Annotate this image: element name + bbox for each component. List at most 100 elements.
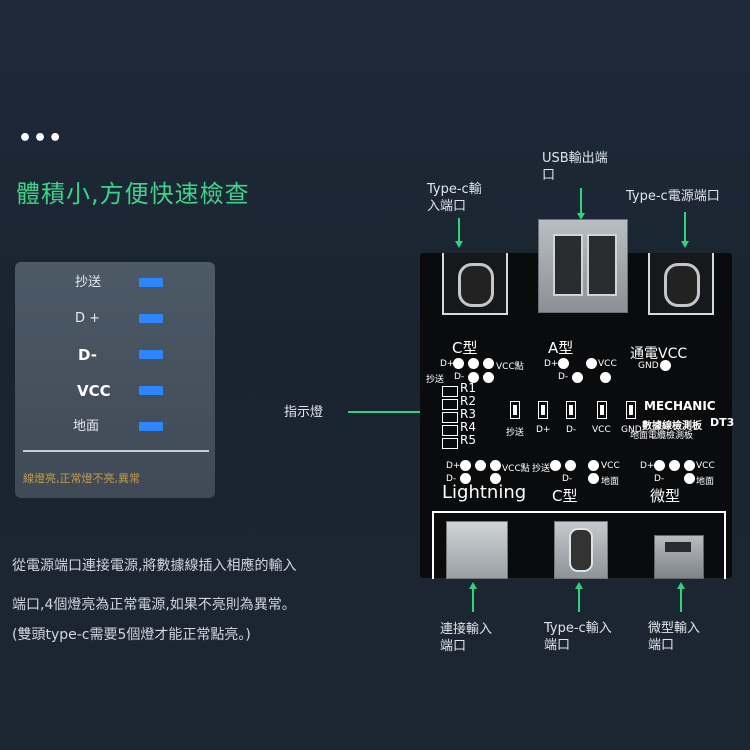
typec-bottom-input-port[interactable] [554, 521, 608, 579]
pin-label: VCC [598, 359, 617, 369]
pin-label: 抄送 [426, 375, 445, 385]
pin-dot [660, 360, 671, 371]
resistor-label: R3 [460, 407, 476, 421]
pin-dot [468, 372, 479, 383]
callout-micro-input: 微型輸入 端口 [648, 620, 700, 654]
callout-text: 端口 [648, 638, 675, 653]
label-power-vcc: 通電VCC [630, 346, 688, 362]
callout-line [577, 188, 585, 220]
legend-label: VCC [77, 382, 111, 400]
resistor-label: R2 [460, 394, 476, 408]
legend-row-dplus: D + [15, 307, 215, 331]
callout-line [677, 582, 685, 612]
bottom-port-frame [432, 511, 726, 579]
callout-text: 端口 [440, 639, 467, 654]
pin-dot [684, 460, 695, 471]
pin-label: 抄送 [532, 464, 551, 474]
pin-label: 地面 [601, 477, 620, 487]
pin-label: D- [454, 372, 465, 382]
indicator-led [566, 401, 576, 419]
callout-text: USB輸出端 [542, 151, 608, 166]
resistor-box [442, 438, 458, 449]
led-label: GND [621, 425, 642, 435]
instruction-line-3: (雙頭type-c需要5個燈才能正常點亮。) [12, 627, 251, 643]
micro-usb-input-port[interactable] [654, 535, 704, 579]
legend-row-ground: 地面 [15, 415, 215, 439]
pin-dot [453, 358, 464, 369]
typec-input-port[interactable] [442, 253, 508, 315]
resistor-label: R5 [460, 433, 476, 447]
callout-text: Type-c輸 [427, 182, 482, 197]
model-number: DT3 [710, 416, 735, 429]
legend-label: D + [75, 311, 101, 326]
pin-dot [468, 358, 479, 369]
pin-dot [460, 473, 471, 484]
label-c-type-bottom: C型 [552, 487, 578, 505]
callout-text: Type-c輸入 [544, 621, 612, 636]
product-name: 數據線檢測板 [642, 421, 702, 432]
pin-dot [550, 460, 561, 471]
typec-socket [458, 263, 494, 307]
callout-text: 指示燈 [284, 405, 324, 420]
pin-label: D+ [544, 359, 559, 369]
callout-line [681, 212, 689, 248]
headline: 體積小,方便快速檢查 [16, 180, 250, 208]
pin-label: GND [638, 361, 659, 371]
pin-label: VCC點 [496, 362, 524, 372]
sub-label: 地面電纜檢測板 [630, 431, 694, 441]
legend-label: D- [78, 346, 97, 364]
typec-socket [664, 263, 700, 307]
pin-dot [490, 460, 501, 471]
callout-lightning-input: 連接輸入 端口 [440, 621, 492, 655]
callout-indicator: 指示燈 [284, 404, 323, 421]
label-a-type: A型 [548, 339, 574, 357]
pin-label: D- [446, 474, 457, 484]
resistor-box [442, 399, 458, 410]
resistor-box [442, 425, 458, 436]
menu-dots[interactable]: ••• [18, 126, 64, 151]
callout-text: 口 [542, 168, 556, 183]
pin-dot [565, 460, 576, 471]
pin-dot [586, 358, 597, 369]
pin-dot [460, 460, 471, 471]
pin-dot [572, 372, 583, 383]
callout-text: 連接輸入 [440, 622, 493, 637]
legend-divider [23, 450, 209, 452]
resistor-label: R4 [460, 420, 476, 434]
callout-line [469, 582, 477, 612]
pin-label: 地面 [696, 477, 715, 487]
legend-row-dminus: D- [15, 343, 215, 367]
legend-label: 地面 [73, 419, 100, 434]
brand-logo: MECHANIC [644, 399, 716, 413]
pin-label: VCC [696, 461, 715, 471]
indicator-led [510, 401, 520, 419]
callout-text: 端口 [544, 638, 571, 653]
legend-bar [139, 350, 163, 359]
legend-note: 線燈亮,正常燈不亮,異常 [23, 472, 140, 485]
pin-label: D+ [640, 461, 655, 471]
callout-text: Type-c電源端口 [626, 189, 720, 204]
lightning-input-port[interactable] [446, 521, 508, 579]
pin-dot [684, 473, 695, 484]
led-label: 抄送 [506, 428, 525, 438]
pin-label: D- [654, 474, 665, 484]
callout-line [575, 582, 583, 612]
instruction-line-1: 從電源端口連接電源,將數據線插入相應的輸入 [12, 558, 297, 574]
legend-label: 抄送 [75, 275, 102, 290]
pin-dot [558, 358, 569, 369]
pin-dot [483, 358, 494, 369]
legend-bar [139, 278, 163, 287]
usb-a-output-port[interactable] [538, 219, 628, 313]
callout-typec-input: Type-c輸 入端口 [427, 181, 482, 215]
pin-dot [669, 460, 680, 471]
pin-label: D- [562, 474, 573, 484]
legend-row-cc: 抄送 [15, 271, 215, 295]
pin-dot [475, 460, 486, 471]
typec-power-port[interactable] [648, 253, 714, 315]
callout-typec-power: Type-c電源端口 [626, 188, 720, 205]
led-label: D+ [536, 425, 551, 435]
pin-dot [588, 460, 599, 471]
led-label: VCC [592, 425, 611, 435]
pin-dot [600, 372, 611, 383]
pin-dot [588, 473, 599, 484]
